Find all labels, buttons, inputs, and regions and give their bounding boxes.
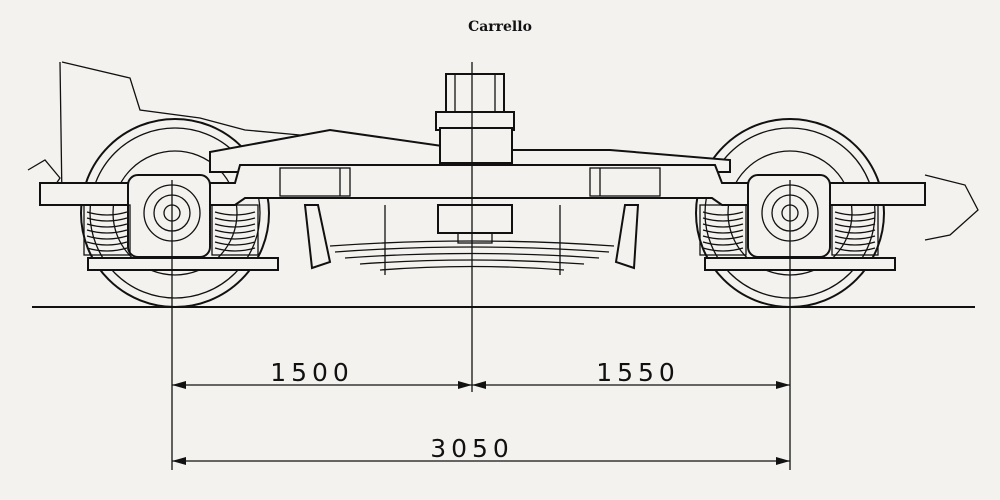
drawing-title: Carrello [468,19,532,35]
coil-springs [83,204,879,256]
axle-box-right [747,174,831,258]
equalizer-right [704,257,896,271]
center-pivot [435,73,515,244]
dimension-label-left: 1500 [270,358,354,387]
dimension-line-total [172,457,790,465]
car-body-left [59,61,301,201]
coil-spring-2 [211,204,259,256]
coil-spring-4 [831,204,879,256]
bogie-frame [39,164,926,206]
axle-box-left [127,174,211,258]
wheel-left [80,118,270,308]
equalizer-left [87,257,279,271]
coil-spring-3 [699,204,747,256]
coil-spring-1 [83,204,131,256]
buffer-right [924,174,979,241]
hanger-left [303,204,332,270]
dimension-label-right: 1550 [596,358,680,387]
hanger-right [614,204,640,270]
dimension-label-total: 3050 [430,434,514,463]
dimension-line-partial [172,381,790,389]
